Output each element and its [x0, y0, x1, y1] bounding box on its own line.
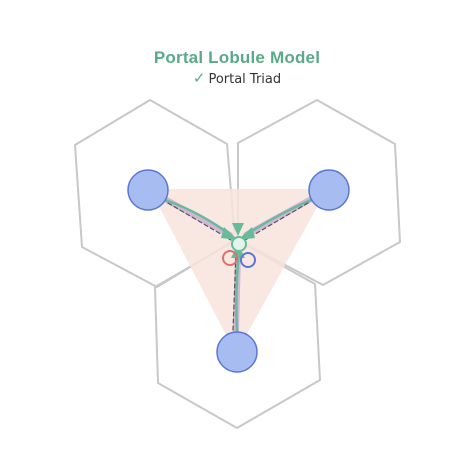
central-veins: [127, 169, 350, 373]
portal-triad: [222, 236, 256, 268]
hepatic-lobule-right: [237, 99, 401, 286]
vessel-bottom-dashed: [232, 251, 237, 331]
central-vein-bottom: [216, 331, 258, 373]
vessel-left-dashed: [167, 202, 232, 241]
legend-label: Portal Triad: [208, 72, 282, 87]
portal-vein: [240, 252, 256, 268]
central-vein-right: [308, 169, 350, 211]
hepatic-lobule-left: [74, 99, 236, 288]
hepatic-artery: [222, 250, 238, 266]
legend-portal-triad: ✓Portal Triad: [0, 69, 474, 87]
central-vein-left: [127, 169, 169, 211]
hepatic-lobule-bottom: [154, 239, 321, 429]
diagram-title: Portal Lobule Model: [153, 48, 321, 67]
arrowhead-top: [232, 223, 244, 236]
arrowhead-left: [221, 227, 238, 240]
flow-arrowheads: [221, 223, 255, 258]
checkmark-icon: ✓: [192, 69, 206, 87]
hepatic-lobules: [74, 99, 401, 429]
vessel-right-dashed: [244, 202, 309, 241]
bile-duct-bottom: [235, 250, 241, 333]
bile-duct: [231, 236, 247, 252]
